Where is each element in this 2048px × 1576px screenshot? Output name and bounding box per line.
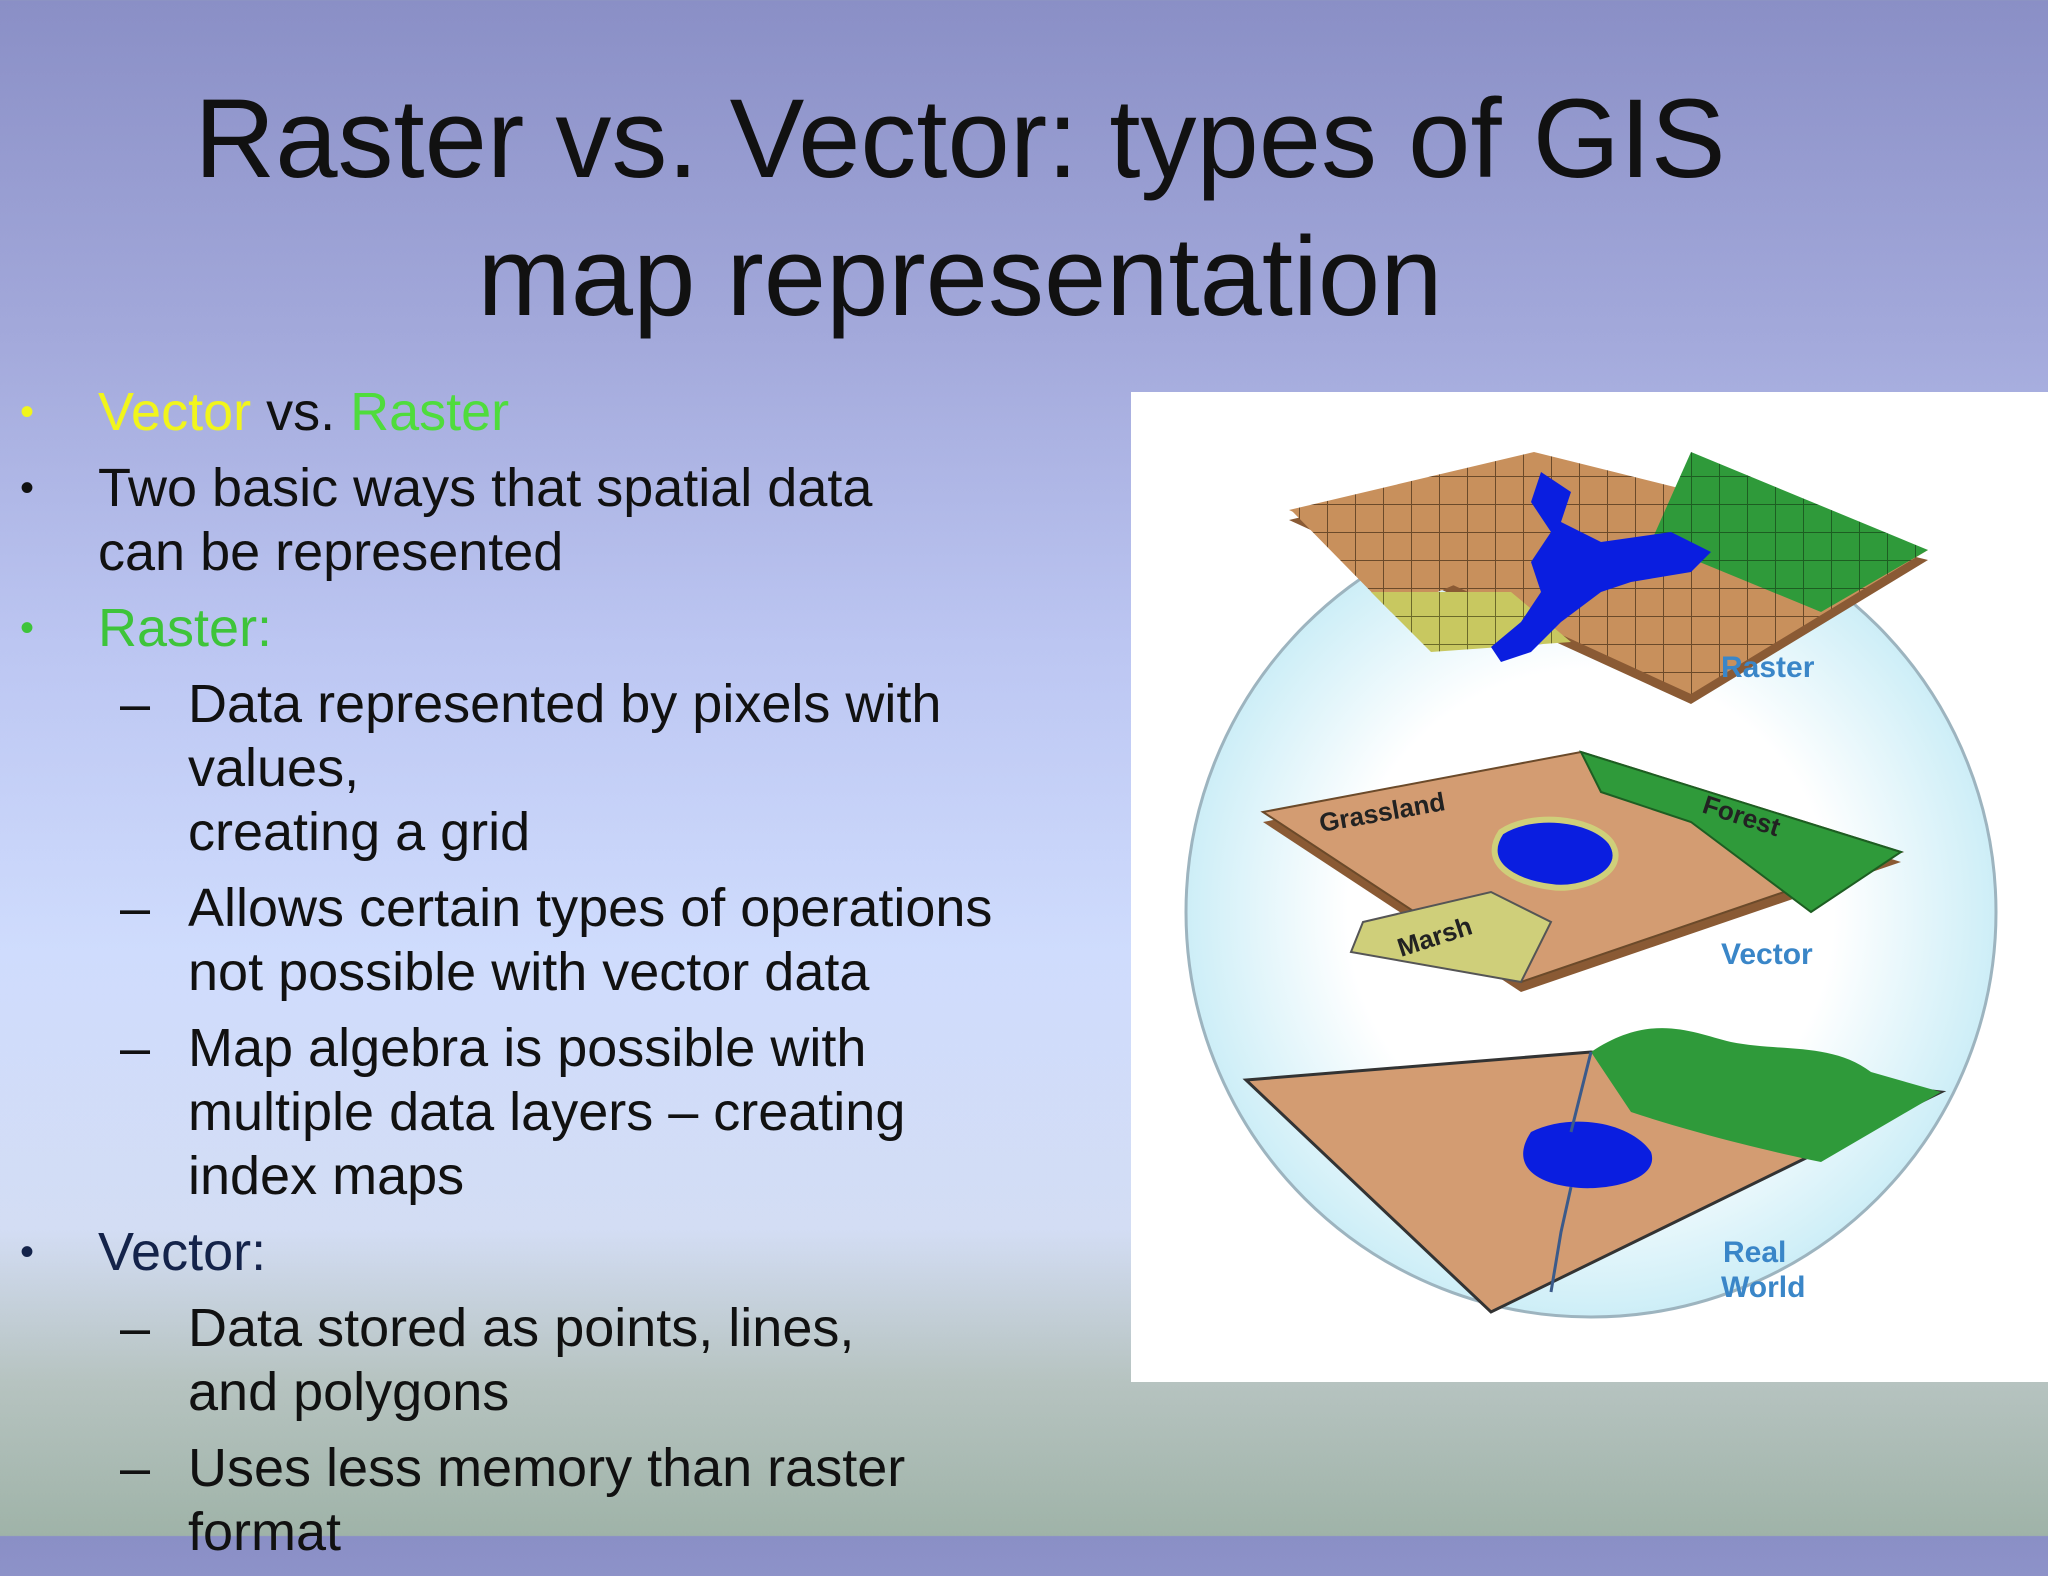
bullet-marker: • — [20, 1230, 35, 1274]
vector-label: Vector — [1721, 938, 1813, 971]
subitem-line: creating a grid — [188, 802, 531, 862]
bullet-marker: • — [20, 606, 35, 650]
raster-heading: Raster: — [98, 598, 273, 658]
vector-water — [1491, 816, 1619, 891]
bullet-marker: • — [20, 390, 35, 434]
bullet-vector-heading: • Vector: — [0, 1220, 1120, 1284]
bullet-two-basic-ways: • Two basic ways that spatial data can b… — [0, 456, 1120, 584]
real-world-label-1: Real — [1723, 1236, 1786, 1269]
vector-subitem-memory: – Uses less memory than raster format — [0, 1436, 1120, 1564]
vector-subitem-points-lines: – Data stored as points, lines, and poly… — [0, 1296, 1120, 1424]
subitem-line: Map algebra is possible with — [188, 1018, 867, 1078]
subitem-line: not possible with vector data — [188, 942, 870, 1002]
subitem-line: and polygons — [188, 1362, 510, 1422]
bullet-marker: • — [20, 466, 35, 510]
vector-heading: Vector: — [98, 1222, 267, 1282]
subitem-line: Uses less memory than raster — [188, 1438, 906, 1498]
dash-marker: – — [120, 1298, 151, 1358]
subitem-line: format — [188, 1502, 342, 1562]
raster-vector-illustration: Raster Grassland Forest Marsh Vector Rea… — [1131, 392, 2048, 1382]
vs-word: vs. — [251, 382, 351, 442]
bullet-list: • Vector vs. Raster • Two basic ways tha… — [0, 380, 1120, 1576]
slide-title: Raster vs. Vector: types of GIS map repr… — [120, 70, 1800, 346]
real-world-layer — [1242, 1028, 1947, 1314]
raster-subitem-pixels: – Data represented by pixels with values… — [0, 672, 1120, 864]
raster-water — [1491, 472, 1711, 662]
dash-marker: – — [120, 674, 151, 734]
bullet-raster-heading: • Raster: — [0, 596, 1120, 660]
raster-label: Raster — [1721, 651, 1815, 684]
bullet-line: can be represented — [98, 522, 564, 582]
raster-layer — [1289, 452, 1928, 704]
real-world-water — [1523, 1121, 1653, 1189]
dash-marker: – — [120, 878, 151, 938]
subitem-line: Data stored as points, lines, — [188, 1298, 855, 1358]
subitem-line: values, — [188, 738, 360, 798]
subitem-line: Data represented by pixels with — [188, 674, 942, 734]
subitem-line: multiple data layers – creating — [188, 1082, 906, 1142]
raster-word: Raster — [350, 382, 510, 442]
dash-marker: – — [120, 1438, 151, 1498]
bullet-line: Two basic ways that spatial data — [98, 458, 873, 518]
real-world-label-2: World — [1721, 1271, 1805, 1304]
raster-subitem-operations: – Allows certain types of operations not… — [0, 876, 1120, 1004]
vector-layer: Grassland Forest Marsh — [1260, 750, 1905, 992]
illustration-svg: Raster Grassland Forest Marsh Vector Rea… — [1184, 452, 1998, 1319]
title-line-2: map representation — [477, 214, 1443, 339]
dash-marker: – — [120, 1018, 151, 1078]
vector-word: Vector — [98, 382, 252, 442]
raster-subitem-map-algebra: – Map algebra is possible with multiple … — [0, 1016, 1120, 1208]
subitem-line: Allows certain types of operations — [188, 878, 993, 938]
bullet-vector-vs-raster: • Vector vs. Raster — [0, 380, 1120, 444]
title-line-1: Raster vs. Vector: types of GIS — [194, 76, 1726, 201]
subitem-line: index maps — [188, 1146, 465, 1206]
